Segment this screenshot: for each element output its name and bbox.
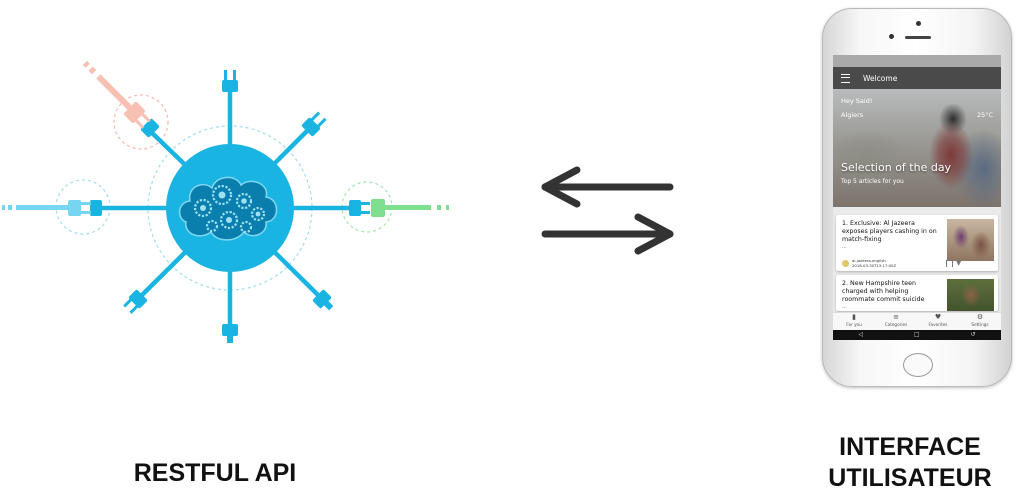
article-more: ... [842,304,847,310]
gear-icon: ⚙ [976,313,984,321]
article-thumbnail [947,219,994,261]
user-interface-caption: INTERFACE UTILISATEUR [810,432,1010,494]
recents-icon[interactable]: ↺ [970,331,976,338]
home-square-icon[interactable]: □ [913,331,920,338]
thumbs-down-icon[interactable]: ▼ [956,259,962,267]
article-title: 1. Exclusive: Al Jazeera exposes players… [842,220,937,243]
proximity-sensor [889,34,894,39]
plug-bottom-left-icon [123,289,148,314]
heart-icon: ♥ [934,313,942,321]
app-bar: Welcome [833,67,1001,89]
temperature-text: 25°C [976,111,993,119]
phone-screen: Welcome Hey Said! Algiers 25°C Selection… [833,55,1001,340]
plug-bottom-icon [222,324,238,343]
list-icon: ≡ [893,313,899,321]
article-date: 2018-03-30T13:17:00Z [852,262,897,268]
smartphone-mockup: Welcome Hey Said! Algiers 25°C Selection… [822,8,1012,387]
nav-label: For you [846,322,862,327]
article-more: ... [842,244,847,250]
article-card[interactable]: 1. Exclusive: Al Jazeera exposes players… [836,215,998,271]
nav-item-favorites[interactable]: ♥ Favorites [919,313,957,327]
earpiece-speaker [905,36,931,39]
nav-label: Settings [971,322,989,327]
selection-title: Selection of the day [841,161,952,174]
brain-gears-icon [178,176,278,241]
status-bar [833,55,1001,67]
selection-subtitle: Top 5 articles for you [841,178,904,185]
hero-banner[interactable]: Hey Said! Algiers 25°C Selection of the … [833,89,1001,207]
bookmark-icon[interactable] [946,260,953,267]
plug-top-right-icon [301,111,327,137]
app-bar-title: Welcome [863,73,898,83]
greeting-text: Hey Said! [841,97,873,105]
hamburger-menu-icon[interactable] [841,73,850,83]
source-logo-icon [842,260,849,267]
plug-right-icon [349,199,449,217]
nav-item-categories[interactable]: ≡ Categories [877,313,915,327]
article-title: 2. New Hampshire teen charged with helpi… [842,280,925,303]
restful-api-caption: RESTFUL API [133,459,297,487]
nav-label: Favorites [928,322,948,327]
user-interface-caption-line1: INTERFACE [839,433,981,461]
city-text: Algiers [841,111,864,119]
nav-item-for-you[interactable]: ▮ For you [835,313,873,327]
nav-label: Categories [884,322,908,327]
plug-bottom-right-icon [312,289,334,311]
plug-left-icon [2,200,102,216]
user-interface-caption-line2: UTILISATEUR [828,464,992,492]
home-button[interactable] [903,353,933,377]
bottom-navigation: ▮ For you ≡ Categories ♥ Favorites ⚙ Set… [833,312,1001,331]
back-icon[interactable]: ◁ [858,331,864,338]
exchange-arrows-icon [541,166,674,255]
plug-top-icon [222,70,238,92]
article-thumbnail [947,279,994,311]
article-source: al-jazeera-english 2018-03-30T13:17:00Z [852,258,897,268]
plug-top-left-icon [82,60,160,138]
nav-item-settings[interactable]: ⚙ Settings [961,313,999,327]
bookmark-icon: ▮ [852,313,856,321]
article-card[interactable]: 2. New Hampshire teen charged with helpi… [836,275,998,311]
system-navigation-bar: ◁ □ ↺ [833,330,1001,340]
article-source-name: al-jazeera-english [852,258,886,263]
front-camera [916,21,921,26]
